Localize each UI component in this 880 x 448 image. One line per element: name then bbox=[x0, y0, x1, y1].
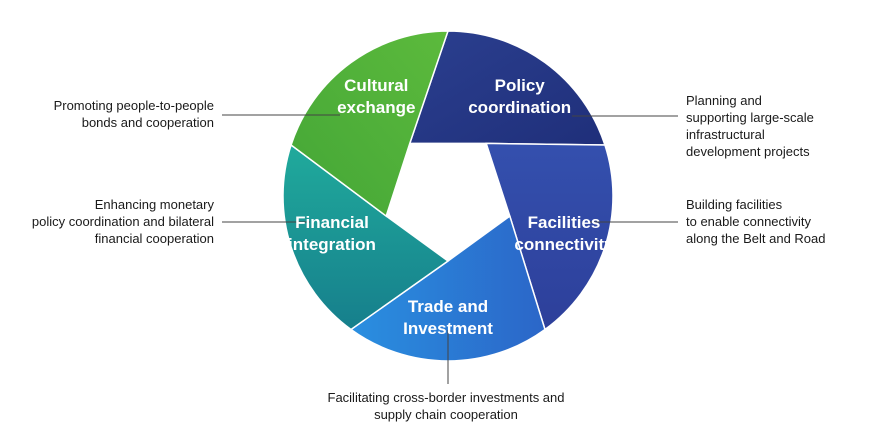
description-line: bonds and cooperation bbox=[81, 115, 214, 130]
description-line: supporting large-scale bbox=[686, 110, 814, 125]
segment-label-financial-integration: Financial integration bbox=[288, 212, 376, 256]
description-line: Facilitating cross-border investments an… bbox=[327, 390, 565, 405]
segment-trade-and-investment bbox=[349, 214, 546, 362]
segment-label-line: Facilities bbox=[527, 212, 601, 232]
segment-label-line: integration bbox=[288, 234, 376, 254]
segment-label-cultural-exchange: Cultural exchange bbox=[337, 75, 415, 119]
description-line: infrastructural bbox=[686, 127, 765, 142]
description-line: policy coordination and bilateral bbox=[31, 214, 214, 229]
segment-label-line: exchange bbox=[337, 98, 416, 118]
segment-facilities-connectivity bbox=[485, 142, 614, 331]
description-line: financial cooperation bbox=[94, 231, 214, 246]
segment-label-line: connectivity bbox=[514, 234, 614, 254]
description-line: to enable connectivity bbox=[686, 214, 812, 229]
description-line: development projects bbox=[686, 144, 810, 159]
trade-and-investment-description: Facilitating cross-border investments an… bbox=[328, 389, 565, 423]
cultural-exchange-description: Promoting people-to-people bonds and coo… bbox=[54, 97, 214, 131]
segment-policy-coordination bbox=[408, 30, 606, 146]
segment-label-facilities-connectivity: Facilities connectivity bbox=[514, 212, 613, 256]
segment-label-policy-coordination: Policy coordination bbox=[468, 75, 571, 119]
segment-label-line: coordination bbox=[468, 98, 572, 118]
description-line: along the Belt and Road bbox=[686, 231, 826, 246]
description-line: Enhancing monetary bbox=[94, 197, 214, 212]
segment-label-line: Financial bbox=[295, 212, 369, 232]
policy-coordination-description: Planning and supporting large-scale infr… bbox=[686, 92, 814, 160]
description-line: Building facilities bbox=[686, 197, 783, 212]
financial-integration-description: Enhancing monetary policy coordination a… bbox=[32, 196, 214, 247]
segment-label-line: Policy bbox=[494, 76, 545, 96]
description-line: Promoting people-to-people bbox=[53, 98, 214, 113]
description-line: Planning and bbox=[686, 93, 762, 108]
segment-label-line: Trade and bbox=[407, 297, 489, 316]
segment-label-line: Cultural bbox=[344, 76, 409, 96]
segment-label-line: Investment bbox=[403, 319, 493, 338]
segment-cultural-exchange bbox=[290, 30, 450, 218]
description-line: supply chain cooperation bbox=[374, 407, 518, 422]
segment-financial-integration bbox=[282, 143, 450, 331]
segment-label-trade-and-investment: Trade and Investment bbox=[403, 296, 493, 340]
facilities-connectivity-description: Building facilities to enable connectivi… bbox=[686, 196, 826, 247]
